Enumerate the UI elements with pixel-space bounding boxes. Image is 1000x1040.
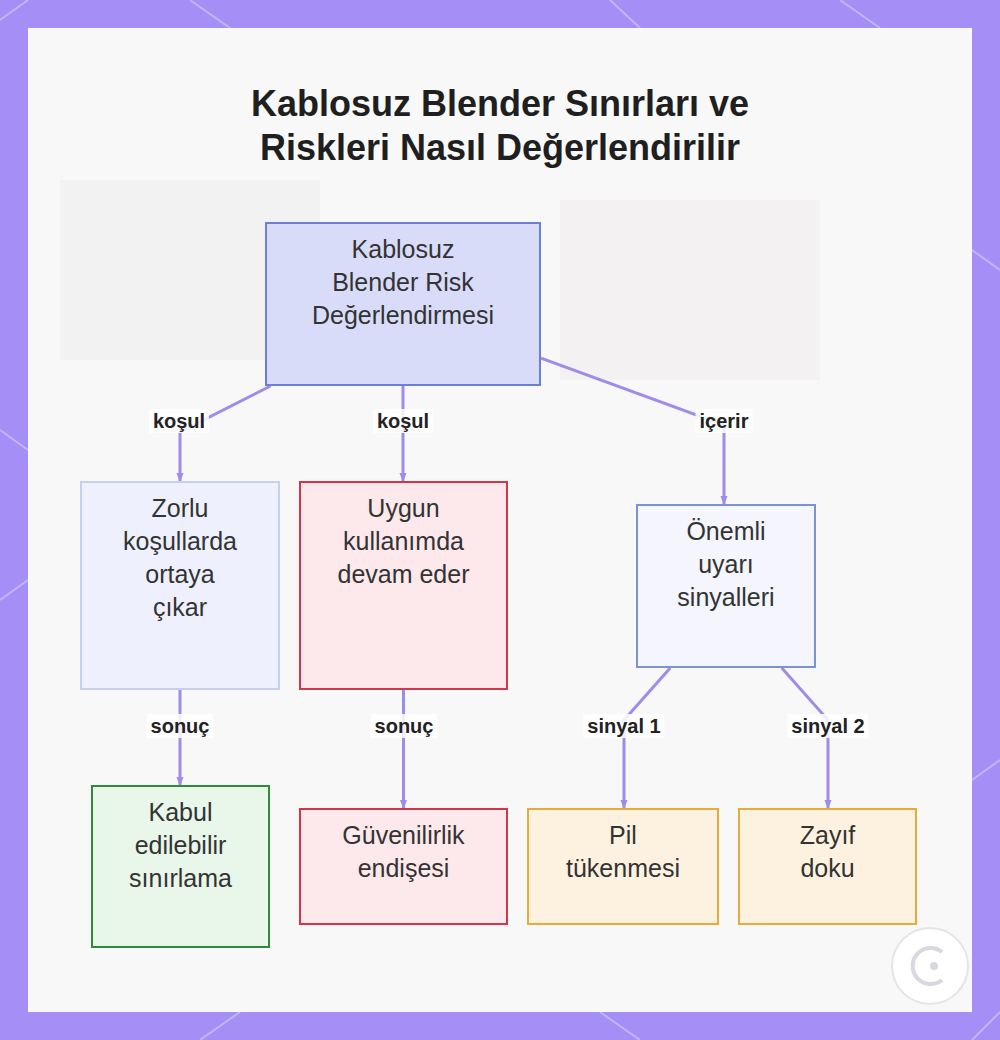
process-box: Uygun kullanımda devam eder bbox=[299, 481, 508, 690]
connector-arrow bbox=[180, 386, 271, 481]
diagram-title: Kablosuz Blender Sınırları ve Riskleri N… bbox=[200, 82, 800, 170]
edge-label: koşul bbox=[373, 409, 433, 433]
logo-badge bbox=[892, 928, 968, 1004]
box-label: Önemli uyarı sinyalleri bbox=[666, 515, 786, 614]
process-box: Kabul edilebilir sınırlama bbox=[91, 785, 270, 948]
edge-label: sonuç bbox=[371, 714, 438, 738]
edge-label: içerir bbox=[696, 409, 753, 433]
process-box: Kablosuz Blender Risk Değerlendirmesi bbox=[265, 222, 541, 386]
box-label: Zayıf doku bbox=[783, 819, 873, 885]
logo-dot bbox=[930, 962, 938, 970]
box-label: Zorlu koşullarda ortaya çıkar bbox=[115, 492, 245, 624]
edge-label: sinyal 1 bbox=[583, 714, 664, 738]
process-box: Önemli uyarı sinyalleri bbox=[636, 504, 816, 668]
connector-arrow bbox=[402, 690, 405, 808]
inner-panel bbox=[28, 28, 972, 1012]
connector-arrow bbox=[782, 668, 828, 808]
process-box: Zayıf doku bbox=[738, 808, 917, 925]
process-box: Zorlu koşullarda ortaya çıkar bbox=[80, 481, 280, 690]
edge-label: koşul bbox=[149, 409, 209, 433]
connector-arrow bbox=[624, 668, 670, 808]
logo-symbol bbox=[913, 948, 942, 984]
connector-arrow bbox=[402, 386, 405, 481]
box-label: Pil tükenmesi bbox=[558, 819, 688, 885]
process-box: Güvenilirlik endişesi bbox=[299, 808, 508, 925]
box-label: Kablosuz Blender Risk Değerlendirmesi bbox=[308, 233, 498, 332]
box-label: Kabul edilebilir sınırlama bbox=[116, 796, 246, 895]
edge-label: sinyal 2 bbox=[787, 714, 868, 738]
process-box: Pil tükenmesi bbox=[527, 808, 719, 925]
edge-label: sonuç bbox=[147, 714, 214, 738]
box-label: Güvenilirlik endişesi bbox=[319, 819, 489, 885]
blurred-photo-patch bbox=[560, 200, 820, 380]
box-label: Uygun kullanımda devam eder bbox=[336, 492, 471, 591]
